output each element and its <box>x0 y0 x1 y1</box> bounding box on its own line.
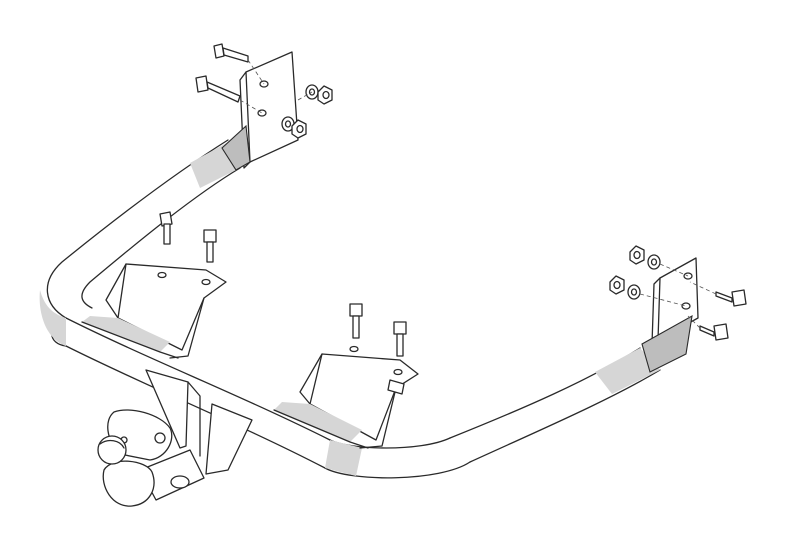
nut-icon <box>291 119 307 139</box>
left-mounting-bracket <box>221 51 299 171</box>
tow-hitch-assembly <box>97 369 253 507</box>
bolt-icon <box>159 211 173 245</box>
bolt-hole <box>157 271 167 279</box>
bolt-icon <box>203 229 217 263</box>
bolt-hole <box>154 432 166 444</box>
bolt-hole <box>393 368 403 376</box>
bolt-icon <box>393 321 407 357</box>
bolt-hole <box>349 345 359 353</box>
main-tube <box>39 139 661 479</box>
bolt-hole <box>681 302 691 310</box>
nut-icon <box>629 245 645 265</box>
bolt-icon <box>349 303 363 339</box>
nut-icon <box>317 85 333 105</box>
nut-icon <box>609 275 625 295</box>
washer-icon <box>627 284 641 300</box>
bolt-icon <box>195 75 263 114</box>
bolt-hole <box>201 278 211 286</box>
bolt-icon <box>689 281 747 307</box>
tow-ball-neck <box>102 460 155 507</box>
pin-hole <box>170 475 190 489</box>
clamp-tab <box>387 379 405 395</box>
left-center-mount <box>81 263 227 359</box>
right-center-mount <box>273 345 419 449</box>
bolt-icon <box>687 315 729 341</box>
right-mounting-bracket <box>641 257 699 373</box>
bolt-icon <box>213 43 265 85</box>
washer-icon <box>647 254 661 270</box>
